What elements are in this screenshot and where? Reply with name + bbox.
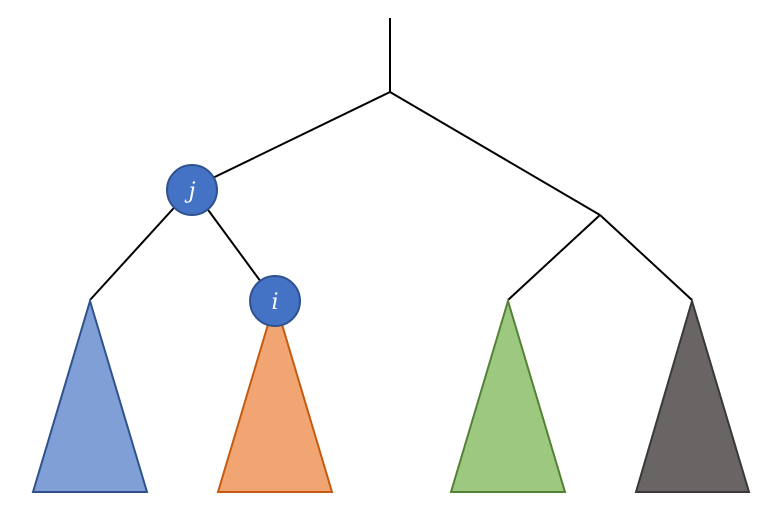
node-j-circle <box>166 164 218 216</box>
edge-root-to-j <box>191 91 391 189</box>
subtree-green-triangle <box>449 297 567 493</box>
edge-right-to-gray <box>599 214 693 301</box>
node-i: i <box>249 275 301 327</box>
tree-edges <box>89 18 693 302</box>
node-i-circle <box>249 275 301 327</box>
edge-right-to-green <box>507 214 601 301</box>
subtree-orange-triangle <box>216 297 334 493</box>
node-i-label: i <box>271 290 278 315</box>
subtree-blue-triangle <box>31 297 149 493</box>
node-j: j <box>166 164 218 216</box>
subtree-gray-triangle <box>634 297 751 493</box>
edge-root-to-right <box>389 91 601 216</box>
